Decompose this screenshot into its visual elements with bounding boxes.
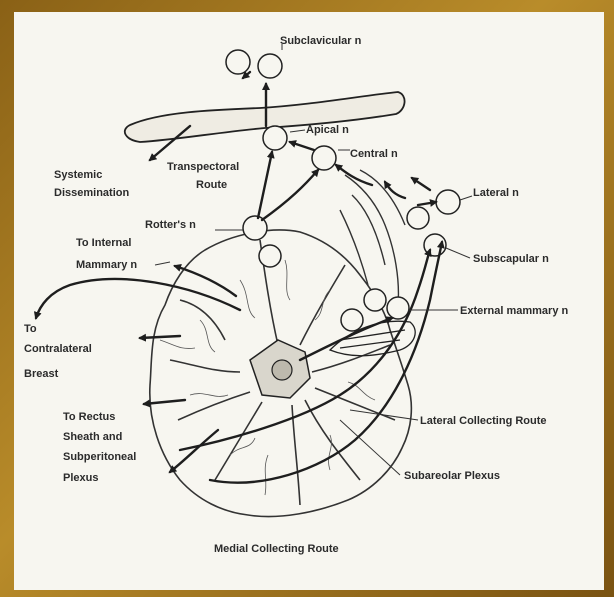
lymph-nodes [226, 50, 460, 331]
label-rectus-4: Plexus [63, 472, 98, 484]
route-subscapular [385, 182, 405, 198]
label-to-2: Contralateral [24, 343, 92, 355]
subscapular-node-1 [407, 207, 429, 229]
label-rectus-3: Subperitoneal [63, 451, 136, 463]
route-rectus [170, 430, 218, 472]
label-subclavicular: Subclavicular n [280, 35, 362, 47]
label-lateral-collecting: Lateral Collecting Route [420, 415, 547, 427]
subclavicular-node-1 [226, 50, 250, 74]
label-transpectoral-1: Transpectoral [167, 161, 239, 173]
areola [250, 340, 310, 398]
route-medial-1 [140, 336, 180, 338]
label-systemic-1: Systemic [54, 169, 102, 181]
label-lateral: Lateral n [473, 187, 519, 199]
subclavicular-node-2 [258, 54, 282, 78]
route-rotters-to-central [262, 170, 318, 220]
nipple [272, 360, 292, 380]
subscapular-node-2 [424, 234, 446, 256]
lateral-node [436, 190, 460, 214]
route-lateral [418, 202, 436, 205]
route-central-to-apical [290, 142, 314, 150]
label-rectus-2: Sheath and [63, 431, 122, 443]
label-subareolar: Subareolar Plexus [404, 470, 500, 482]
label-medial-collecting: Medial Collecting Route [214, 543, 339, 555]
label-rectus-1: To Rectus [63, 411, 115, 423]
route-to-contralateral [36, 279, 240, 318]
label-subscapular: Subscapular n [473, 253, 549, 265]
label-to-3: Breast [24, 368, 59, 380]
apical-node [263, 126, 287, 150]
label-to-1: To [24, 323, 37, 335]
central-node [312, 146, 336, 170]
route-to-internal-mammary [175, 266, 236, 296]
label-external-mammary: External mammary n [460, 305, 568, 317]
route-lateral-upper [412, 178, 430, 190]
label-rotters: Rotter's n [145, 219, 196, 231]
label-central: Central n [350, 148, 398, 160]
label-to-internal-2: Mammary n [76, 259, 137, 271]
external-mammary-node-3 [341, 309, 363, 331]
external-mammary-node-1 [364, 289, 386, 311]
route-subareolar [210, 242, 442, 483]
route-transpectoral [258, 152, 272, 218]
external-mammary-node-2 [387, 297, 409, 319]
pectoral-muscle [340, 170, 405, 305]
label-transpectoral-2: Route [196, 179, 227, 191]
label-apical: Apical n [306, 124, 349, 136]
rotters-node-2 [259, 245, 281, 267]
label-systemic-2: Dissemination [54, 187, 129, 199]
route-lateral-collecting [180, 250, 430, 450]
label-to-internal-1: To Internal [76, 237, 131, 249]
